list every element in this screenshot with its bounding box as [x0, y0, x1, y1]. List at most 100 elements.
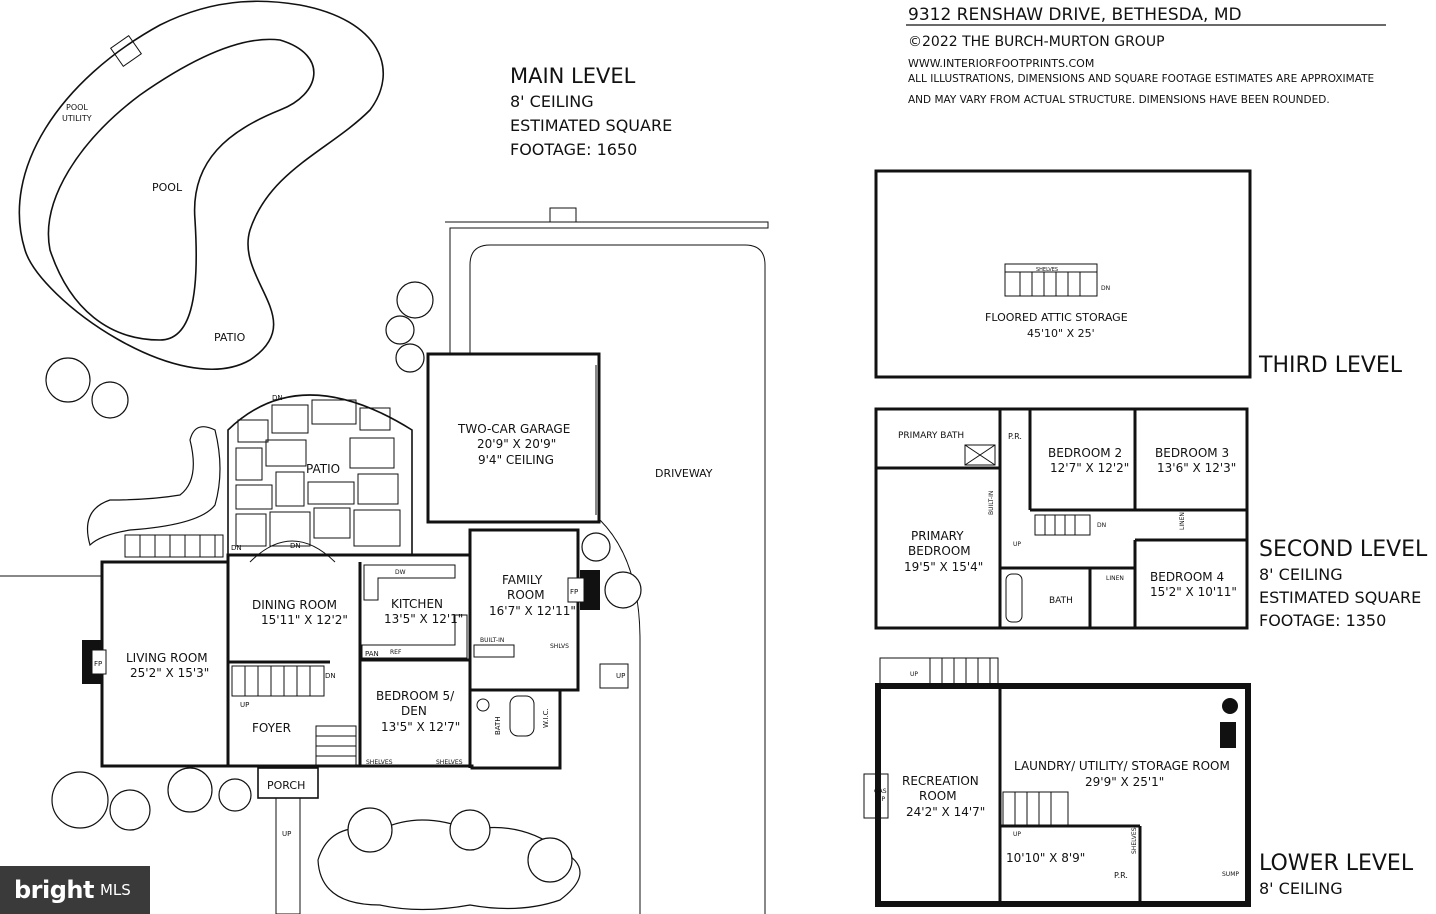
third-level: SHELVES DN FLOORED ATTIC STORAGE 45'10" … — [874, 169, 1403, 379]
pool-utility-label-2: UTILITY — [62, 114, 92, 123]
garage: TWO-CAR GARAGE 20'9" X 20'9" 9'4" CEILIN… — [426, 352, 601, 524]
furnace-icon — [1220, 722, 1236, 748]
shlvs-label: SHLVS — [550, 643, 569, 650]
second-level-title: SECOND LEVEL — [1259, 537, 1428, 562]
wic-label: W.I.C. — [542, 708, 550, 728]
main-level: MAIN LEVEL 8' CEILING ESTIMATED SQUARE F… — [0, 0, 769, 914]
attic-shelves-label: SHELVES — [1036, 267, 1058, 273]
kitchen-dims: 13'5" X 12'1" — [384, 612, 463, 626]
family-up-label: UP — [616, 672, 625, 680]
bath-label: BATH — [494, 716, 502, 735]
primary-bedroom-name-2: BEDROOM — [908, 544, 971, 558]
disclaimer-line-2: AND MAY VARY FROM ACTUAL STRUCTURE. DIME… — [908, 94, 1330, 106]
watermark-brand: bright — [14, 876, 94, 904]
dining-name: DINING ROOM — [252, 598, 337, 612]
lower-level-ceiling: 8' CEILING — [1259, 879, 1343, 898]
bedroom2-name: BEDROOM 2 — [1048, 446, 1122, 460]
primary-bath-label: PRIMARY BATH — [898, 431, 964, 441]
attic-dims: 45'10" X 25' — [1027, 327, 1095, 340]
main-level-sqft-2: FOOTAGE: 1650 — [510, 140, 637, 159]
stone-patio: PATIO DN — [227, 394, 413, 556]
porch-up-label: UP — [282, 830, 291, 838]
lower-level-title: LOWER LEVEL — [1259, 851, 1414, 876]
bedroom5-dims: 13'5" X 12'7" — [381, 720, 460, 734]
pool: POOL UTILITY POOL — [18, 0, 385, 371]
kitchen-name: KITCHEN — [391, 597, 443, 611]
second-level-sqft-2: FOOTAGE: 1350 — [1259, 611, 1386, 630]
family-fp-label: FP — [570, 588, 578, 596]
garage-ceiling: 9'4" CEILING — [478, 453, 554, 467]
dn-label-2: DN — [231, 544, 242, 552]
second-level: PRIMARY BATH P.R. BEDROOM 2 12'7" X 12'2… — [874, 407, 1428, 630]
shelves-label-2: SHELVES — [436, 759, 463, 766]
primary-bedroom-dims: 19'5" X 15'4" — [904, 560, 983, 574]
landscaping — [45, 281, 642, 911]
recreation-name-1: RECREATION — [902, 774, 979, 788]
patio-label: PATIO — [306, 462, 340, 476]
small-room-dims: 10'10" X 8'9" — [1006, 851, 1085, 865]
dw-label: DW — [395, 569, 406, 576]
recreation-name-2: ROOM — [919, 789, 957, 803]
bedroom2-dims: 12'7" X 12'2" — [1050, 461, 1129, 475]
bedroom4-dims: 15'2" X 10'11" — [1150, 585, 1237, 599]
second-pr-label: P.R. — [1008, 432, 1022, 441]
lower-up-label-1: UP — [910, 671, 918, 678]
pool-utility-shed-icon — [109, 34, 143, 68]
shelves-label-1: SHELVES — [366, 759, 393, 766]
patio-dn-label: DN — [272, 394, 283, 402]
header: 9312 RENSHAW DRIVE, BETHESDA, MD ©2022 T… — [906, 5, 1386, 106]
family-dims: 16'7" X 12'11" — [489, 604, 576, 618]
family-name-2: ROOM — [507, 588, 545, 602]
garage-dims: 20'9" X 20'9" — [477, 437, 556, 451]
gas-fp-label-2: FP — [878, 796, 885, 803]
gas-fp-label-1: GAS — [874, 788, 887, 795]
recreation-dims: 24'2" X 14'7" — [906, 805, 985, 819]
lower-level: UP UP GAS FP RECREATION ROOM 24'2" X 14'… — [863, 657, 1414, 907]
built-in-label: BUILT-IN — [480, 637, 504, 644]
pool-label: POOL — [152, 181, 183, 194]
second-level-sqft-1: ESTIMATED SQUARE — [1259, 588, 1421, 607]
garage-name: TWO-CAR GARAGE — [457, 422, 570, 436]
laundry-name: LAUNDRY/ UTILITY/ STORAGE ROOM — [1014, 759, 1230, 773]
foyer-up-label: UP — [240, 701, 249, 709]
lower-up-label-2: UP — [1013, 831, 1021, 838]
dn-label-3: DN — [290, 542, 301, 550]
attic-dn-label: DN — [1101, 285, 1110, 292]
sump-label: SUMP — [1222, 871, 1239, 878]
living-fp-label: FP — [94, 660, 102, 668]
main-level-sqft-1: ESTIMATED SQUARE — [510, 116, 672, 135]
second-dn-label: DN — [1097, 522, 1106, 529]
fridge-label: REF — [390, 649, 402, 656]
second-up-label: UP — [1013, 541, 1021, 548]
bedroom5-name-2: DEN — [401, 704, 427, 718]
second-bath-label: BATH — [1049, 596, 1073, 606]
bedroom5-name-1: BEDROOM 5/ — [376, 689, 455, 703]
foyer-dn-label: DN — [325, 672, 336, 680]
disclaimer-line-1: ALL ILLUSTRATIONS, DIMENSIONS AND SQUARE… — [908, 73, 1374, 85]
dining-dims: 15'11" X 12'2" — [261, 613, 348, 627]
porch-label: PORCH — [267, 779, 305, 792]
built-in-label-2: BUILT-IN — [988, 491, 995, 515]
mls-watermark: bright MLS — [0, 866, 150, 914]
main-house: DN DN FP FP DN UP DW PAN — [0, 528, 629, 914]
main-level-title: MAIN LEVEL — [510, 64, 636, 88]
copyright: ©2022 THE BURCH-MURTON GROUP — [908, 34, 1165, 50]
driveway-label: DRIVEWAY — [655, 467, 713, 480]
website: WWW.INTERIORFOOTPRINTS.COM — [908, 57, 1094, 70]
second-level-ceiling: 8' CEILING — [1259, 565, 1343, 584]
living-dims: 25'2" X 15'3" — [130, 666, 209, 680]
address: 9312 RENSHAW DRIVE, BETHESDA, MD — [908, 5, 1242, 25]
pantry-label: PAN — [365, 650, 379, 658]
bedroom4-name: BEDROOM 4 — [1150, 570, 1224, 584]
watermark-suffix: MLS — [99, 881, 131, 899]
patio-upper-label: PATIO — [214, 331, 246, 344]
family-fireplace-icon — [580, 570, 600, 610]
driveway: DRIVEWAY — [445, 207, 769, 914]
laundry-dims: 29'9" X 25'1" — [1085, 775, 1164, 789]
linen-label-1: LINEN — [1106, 575, 1124, 582]
bedroom3-dims: 13'6" X 12'3" — [1157, 461, 1236, 475]
third-level-title: THIRD LEVEL — [1258, 353, 1403, 378]
lower-shelves-label: SHELVES — [1131, 827, 1138, 854]
primary-bedroom-name-1: PRIMARY — [911, 529, 964, 543]
